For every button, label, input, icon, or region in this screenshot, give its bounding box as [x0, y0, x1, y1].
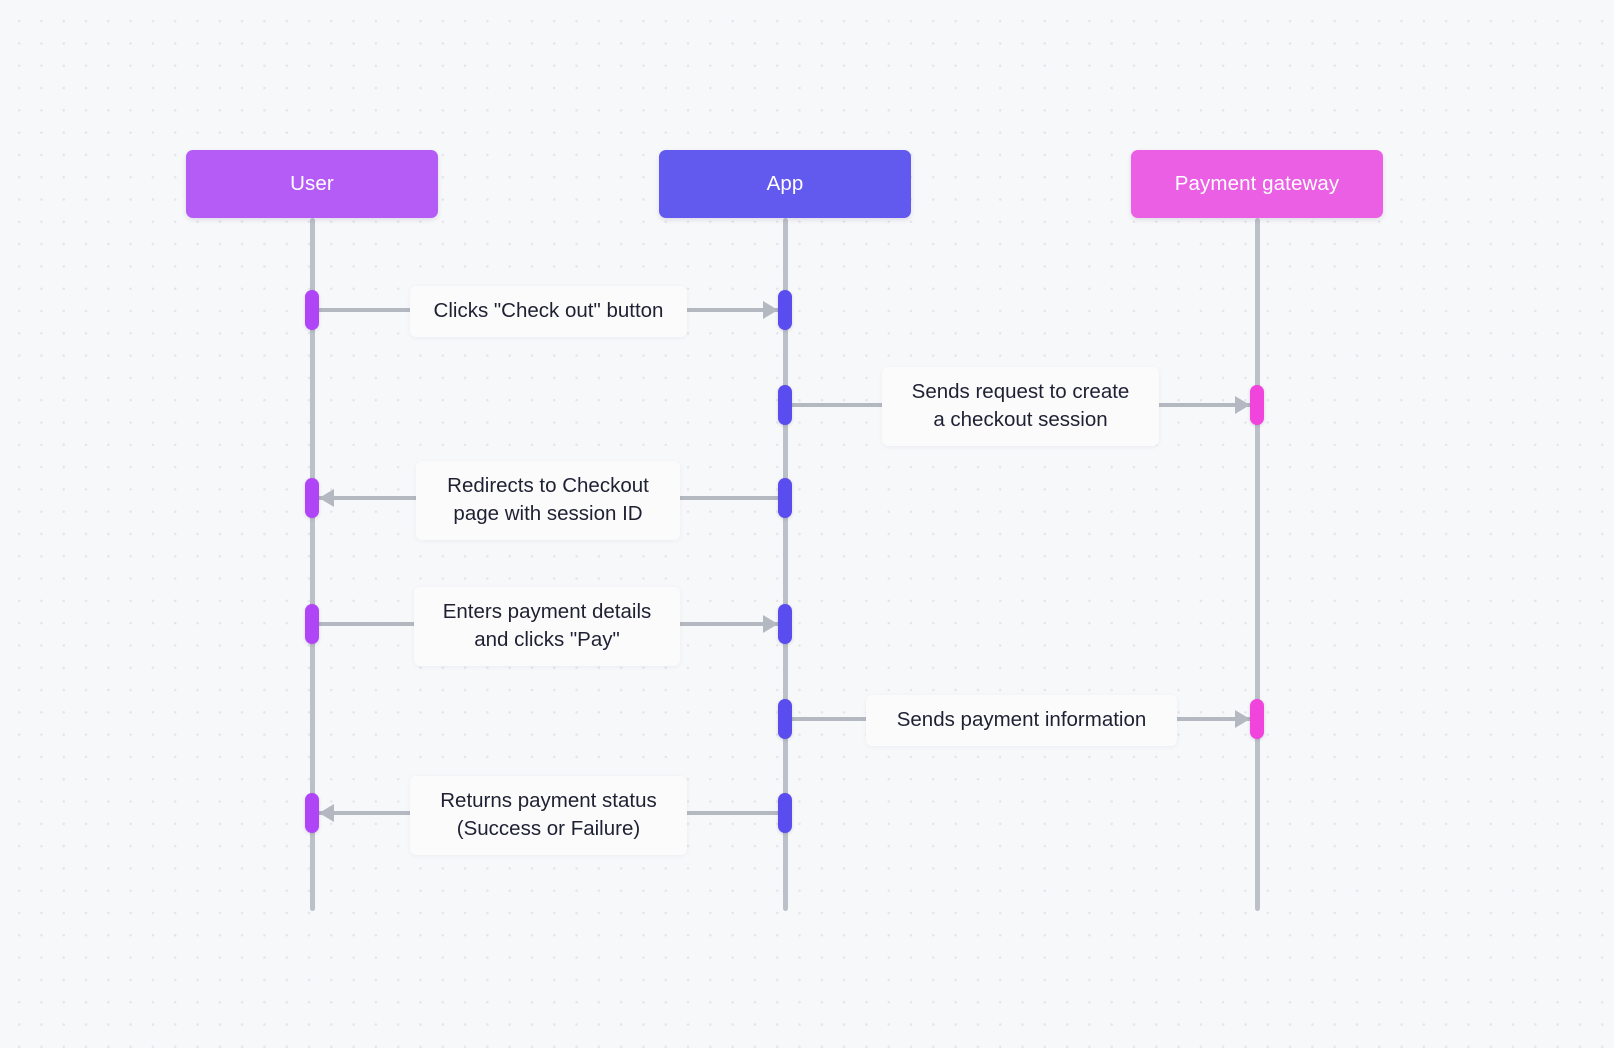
lifeline-app — [782, 218, 788, 911]
participant-header-gateway[interactable]: Payment gateway — [1131, 150, 1383, 218]
message-label-line: Returns payment status — [440, 789, 657, 812]
participant-label: Payment gateway — [1174, 172, 1340, 195]
message-label-line: Sends payment information — [896, 708, 1147, 731]
activation-bar-user[interactable] — [305, 478, 319, 518]
activation-bar-app[interactable] — [778, 604, 792, 644]
arrowhead-left-m6 — [319, 804, 334, 822]
message-label-m3[interactable]: Redirects to Checkout page with session I… — [416, 461, 680, 540]
lifeline-user — [309, 218, 315, 911]
message-label-line: (Success or Failure) — [456, 817, 641, 840]
message-label-m5[interactable]: Sends payment information — [866, 695, 1177, 746]
participant-header-user[interactable]: User — [186, 150, 438, 218]
arrowhead-right-m5 — [1235, 710, 1250, 728]
message-label-line: a checkout session — [933, 408, 1108, 431]
message-label-line: Sends request to create — [911, 380, 1130, 403]
message-label-m1[interactable]: Clicks "Check out" button — [410, 286, 687, 337]
activation-bar-gateway[interactable] — [1250, 699, 1264, 739]
activation-bar-user[interactable] — [305, 793, 319, 833]
lifeline-gateway — [1254, 218, 1260, 911]
message-label-line: page with session ID — [453, 502, 643, 525]
activation-bar-gateway[interactable] — [1250, 385, 1264, 425]
participant-label: User — [290, 172, 334, 195]
participant-header-app[interactable]: App — [659, 150, 911, 218]
message-label-m4[interactable]: Enters payment details and clicks "Pay" — [414, 587, 680, 666]
message-label-m2[interactable]: Sends request to create a checkout sessio… — [882, 367, 1159, 446]
activation-bar-app[interactable] — [778, 290, 792, 330]
arrowhead-right-m4 — [763, 615, 778, 633]
arrowhead-left-m3 — [319, 489, 334, 507]
arrowhead-right-m1 — [763, 301, 778, 319]
arrowhead-right-m2 — [1235, 396, 1250, 414]
message-label-line: Redirects to Checkout — [447, 474, 649, 497]
participant-label: App — [766, 172, 804, 195]
activation-bar-app[interactable] — [778, 793, 792, 833]
activation-bar-user[interactable] — [305, 604, 319, 644]
activation-bar-user[interactable] — [305, 290, 319, 330]
activation-bar-app[interactable] — [778, 699, 792, 739]
message-label-line: Enters payment details — [442, 600, 652, 623]
message-label-m6[interactable]: Returns payment status (Success or Failur… — [410, 776, 687, 855]
activation-bar-app[interactable] — [778, 385, 792, 425]
message-label-line: and clicks "Pay" — [474, 628, 620, 651]
message-label-line: Clicks "Check out" button — [433, 299, 664, 322]
activation-bar-app[interactable] — [778, 478, 792, 518]
